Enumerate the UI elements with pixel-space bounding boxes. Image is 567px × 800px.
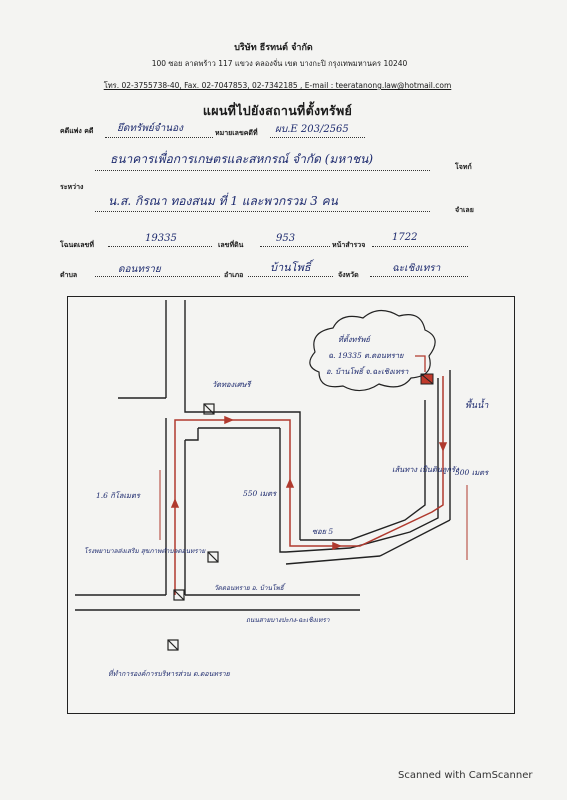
subdistrict-line (95, 276, 220, 277)
soi5-label: ซอย 5 (312, 527, 333, 536)
case-no-line (270, 137, 365, 138)
case-no-label: หมายเลขคดีที่ (215, 129, 258, 137)
property-note-2: ฉ. 19335 ต.ดอนทราย (328, 351, 404, 360)
route-line (170, 376, 448, 595)
province-label: จังหวัด (338, 271, 359, 279)
between-label: ระหว่าง (60, 183, 84, 191)
defendant-line (95, 211, 430, 212)
district-label: อำเภอ (224, 271, 244, 279)
distance-1-6km: 1.6 กิโลเมตร (96, 491, 141, 500)
deed-value: 19335 (145, 233, 177, 244)
survey-label: หน้าสำรวจ (332, 241, 366, 249)
distance-550: 550 เมตร (243, 489, 277, 498)
road-network (75, 300, 451, 611)
survey-line (372, 246, 468, 247)
company-name: บริษัท ธีรทนต์ จำกัด (234, 43, 313, 53)
main-road-label: ถนนสายบางปะกง-ฉะเชิงเทรา (246, 616, 330, 624)
document-title: แผนที่ไปยังสถานที่ตั้งทรัพย์ (202, 103, 353, 118)
temple-label: วัดทองเศษรี (212, 380, 251, 389)
subdistrict-label: ตำบล (60, 271, 78, 279)
company-address: 100 ซอย ลาดพร้าว 117 แขวง คลองจั่น เขต บ… (151, 59, 408, 68)
field-label: พื้นน้ำ (465, 398, 489, 411)
landmark-markers (167, 403, 219, 651)
survey-value: 1722 (392, 232, 418, 243)
distance-500: 500 เมตร (455, 468, 489, 477)
defendant-label: จำเลย (455, 206, 474, 214)
scanner-watermark: Scanned with CamScanner (398, 770, 533, 781)
district-value: บ้านโพธิ์ (270, 261, 311, 274)
plaintiff-line (95, 170, 430, 171)
property-note-3: อ. บ้านโพธิ์ จ.ฉะเชิงเทรา (326, 366, 409, 376)
hospital-label: โรงพยาบาลส่งเสริม สุขภาพตำบลดอนทราย (84, 547, 206, 555)
province-line (370, 276, 468, 277)
district-line (248, 276, 333, 277)
land-no-line (260, 246, 330, 247)
plaintiff-label: โจทก์ (455, 163, 472, 171)
case-no-value: ผบ.E 203/2565 (275, 124, 349, 135)
court-line (105, 137, 213, 138)
office-label: ที่ทำการองค์การบริหารส่วน ต.ดอนทราย (108, 668, 231, 678)
property-callout-cloud (309, 309, 436, 392)
deed-line (108, 246, 212, 247)
province-value: ฉะเชิงเทรา (392, 263, 441, 274)
property-note-1: ที่ตั้งทรัพย์ (338, 334, 372, 344)
plaintiff-value: ธนาคารเพื่อการเกษตรและสหกรณ์ จำกัด (มหาช… (110, 152, 373, 166)
defendant-value: น.ส. กิรณา ทองสนม ที่ 1 และพวกรวม 3 คน (108, 194, 338, 208)
map-frame (67, 296, 515, 714)
court-label: คดีแพ่ง คดี (60, 127, 94, 135)
court-value: ยึดทรัพย์จำนอง (117, 123, 183, 134)
land-no-label: เลขที่ดิน (218, 241, 244, 249)
deed-label: โฉนดเลขที่ (60, 241, 94, 249)
land-no-value: 953 (276, 233, 296, 244)
road-surface-label: เส้นทาง เป็นดินลูกรัง (392, 465, 460, 474)
subdistrict-value: ดอนทราย (118, 264, 161, 275)
school-label: วัดดอนทราย อ. บ้านโพธิ์ (214, 583, 286, 592)
company-contact: โทร. 02-3755738-40, Fax. 02-7047853, 02-… (103, 81, 452, 90)
